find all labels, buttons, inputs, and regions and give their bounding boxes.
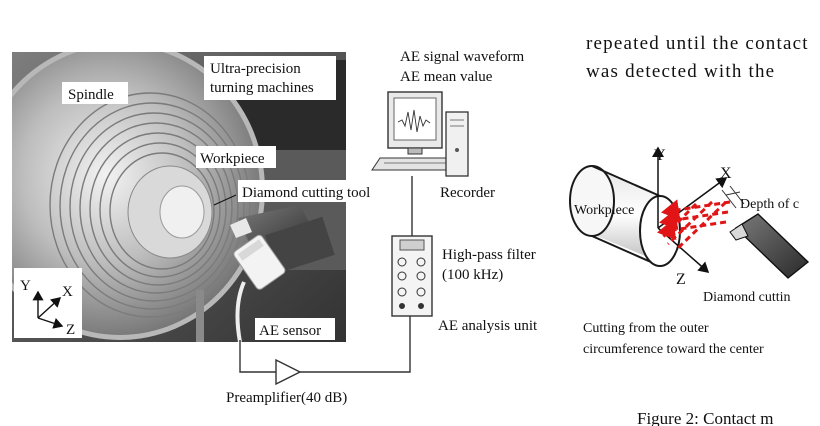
body-text-line2: was detected with the <box>586 61 776 82</box>
analysis-unit-label: AE analysis unit <box>438 318 538 334</box>
diagram-tool-label: Diamond cuttin <box>703 290 791 305</box>
svg-text:Z: Z <box>66 322 75 338</box>
svg-text:Spindle: Spindle <box>68 87 114 103</box>
diagram-axis-z: Z <box>676 271 686 288</box>
svg-text:AE sensor: AE sensor <box>259 323 321 339</box>
svg-text:Workpiece: Workpiece <box>200 151 265 167</box>
preamplifier-label: Preamplifier(40 dB) <box>226 390 347 406</box>
recorder-computer <box>371 91 469 177</box>
waveform-label: AE signal waveform <box>400 49 524 65</box>
photo-label-tool: Diamond cutting tool <box>238 180 384 202</box>
cutting-diagram <box>569 146 810 279</box>
figure-caption: Figure 2: Contact m <box>637 409 773 426</box>
body-text-line1: repeated until the contact <box>586 33 809 54</box>
mean-value-label: AE mean value <box>400 69 493 85</box>
photo-label-machine: Ultra-precision turning machines <box>204 56 336 100</box>
diagram-workpiece-label: Workpiece <box>574 203 634 218</box>
photo-label-spindle: Spindle <box>62 82 128 104</box>
svg-text:Ultra-precision: Ultra-precision <box>210 61 301 77</box>
photo-label-workpiece: Workpiece <box>196 146 276 168</box>
xyz-axes-inset: Y X Z <box>14 268 82 338</box>
svg-text:Diamond cutting tool: Diamond cutting tool <box>242 185 370 201</box>
recorder-label: Recorder <box>440 185 495 201</box>
ae-analysis-unit <box>391 235 433 317</box>
svg-text:turning machines: turning machines <box>210 80 314 96</box>
diagram-caption-line1: Cutting from the outer <box>583 321 709 336</box>
diagram-axis-x: X <box>720 165 732 182</box>
filter-cutoff-label: (100 kHz) <box>442 267 503 283</box>
diagram-axis-y: Y <box>654 147 666 164</box>
photo-label-sensor: AE sensor <box>255 318 335 340</box>
diagram-depth-label: Depth of c <box>740 197 799 212</box>
svg-text:X: X <box>62 284 73 300</box>
diagram-caption-line2: circumference toward the center <box>583 342 764 357</box>
svg-text:Y: Y <box>20 278 31 294</box>
preamplifier-symbol <box>275 358 302 386</box>
filter-label: High-pass filter <box>442 247 536 263</box>
